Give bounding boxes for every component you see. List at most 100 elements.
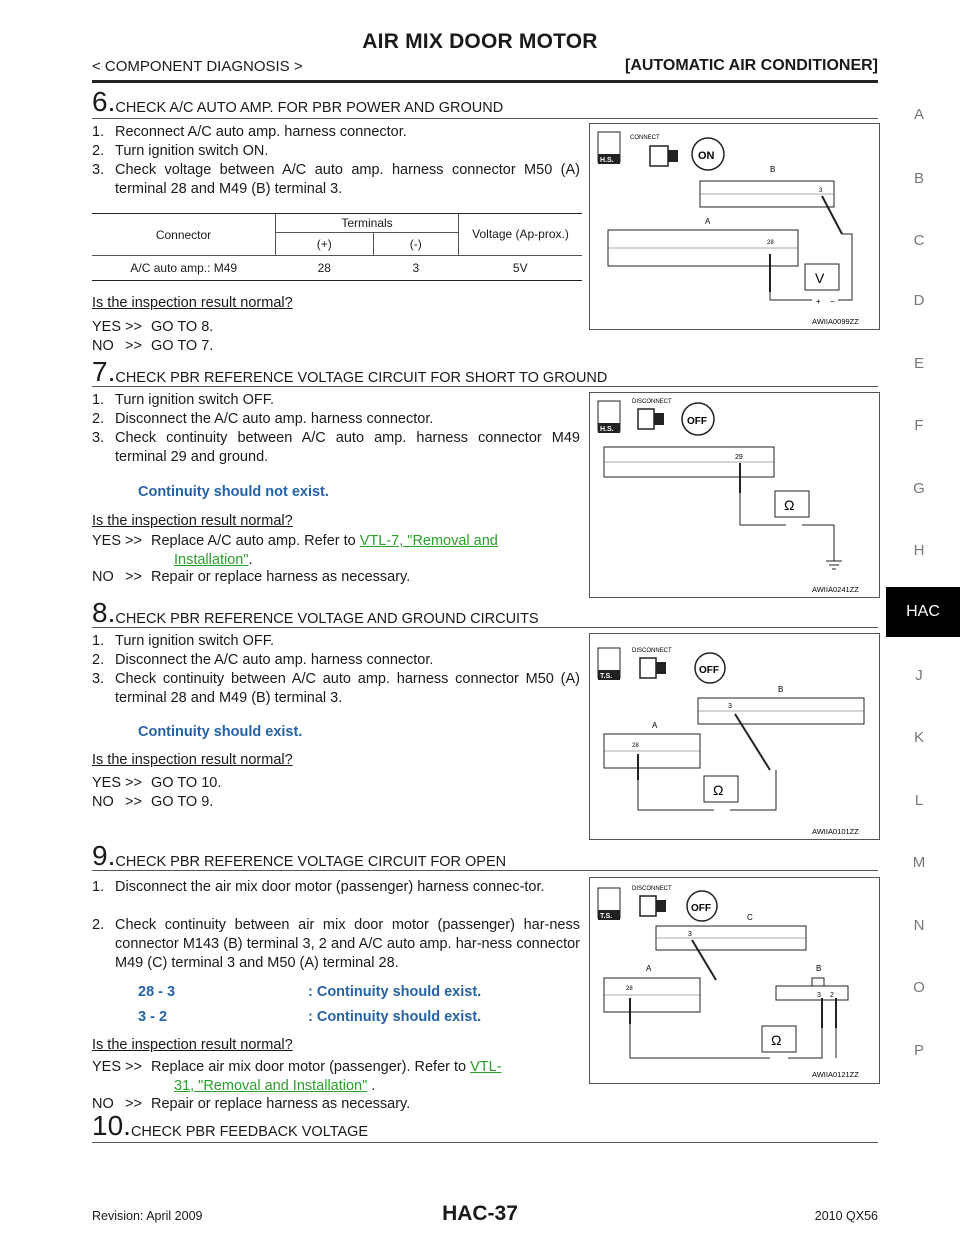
step-8-question: Is the inspection result normal? xyxy=(92,752,293,768)
no-text: Repair or replace harness as necessary. xyxy=(151,1096,411,1112)
side-tab-m[interactable]: M xyxy=(912,854,926,871)
item-number: 3. xyxy=(92,430,105,446)
step-9-spec-1: 28 - 3 : Continuity should exist. xyxy=(138,984,481,1000)
step-9-question: Is the inspection result normal? xyxy=(92,1037,293,1053)
no-label: NO xyxy=(92,569,114,585)
step-6-yes: YES >> GO TO 8. xyxy=(92,318,213,337)
step-6-no: NO >> GO TO 7. xyxy=(92,337,213,356)
voltmeter-label: V xyxy=(815,270,825,286)
ignition-off-icon: OFF xyxy=(686,890,718,922)
side-tab-b[interactable]: B xyxy=(913,170,924,187)
connector-b xyxy=(775,977,849,1001)
step-10-rule xyxy=(92,1142,878,1143)
ohmmeter-label: Ω xyxy=(713,782,723,798)
terminal-3-label: 3 xyxy=(819,188,823,194)
ohmmeter-icon: Ω xyxy=(703,775,739,803)
wire-minus xyxy=(769,292,812,301)
side-tab-h[interactable]: H xyxy=(913,542,925,559)
figure-short-to-ground: H.S. DISCONNECT OFF 29 Ω AWIIA0241ZZ xyxy=(589,392,880,598)
step-9-title: CHECK PBR REFERENCE VOLTAGE CIRCUIT FOR … xyxy=(115,854,507,870)
side-tab-l[interactable]: L xyxy=(914,792,924,809)
step-9-number: 9. xyxy=(92,840,116,871)
figure-connect-voltage-check: H.S. CONNECT ON B 3 A 28 V + − AWIIA0099… xyxy=(589,123,880,330)
yes-text: Replace air mix door motor (passenger). … xyxy=(151,1059,471,1075)
step-6-rule xyxy=(92,118,878,119)
no-label: NO xyxy=(92,338,114,354)
section-tag: [AUTOMATIC AIR CONDITIONER] xyxy=(624,57,878,74)
disconnect-label: DISCONNECT xyxy=(632,648,672,654)
connector-b-label: B xyxy=(816,964,821,973)
connector-plug-icon xyxy=(639,895,666,917)
item-text: Reconnect A/C auto amp. harness connecto… xyxy=(115,124,407,140)
item-number: 2. xyxy=(92,143,105,159)
side-tab-g[interactable]: G xyxy=(913,480,925,497)
step-6-question: Is the inspection result normal? xyxy=(92,295,293,311)
yes-label: YES xyxy=(92,319,122,335)
arrow: >> xyxy=(125,1059,142,1075)
step-8-number: 8. xyxy=(92,597,116,628)
item-number: 1. xyxy=(92,633,105,649)
terminal-3-label: 3 xyxy=(728,703,732,710)
side-tab-p[interactable]: P xyxy=(913,1042,924,1059)
connect-label: CONNECT xyxy=(630,135,660,141)
voltmeter-icon: V xyxy=(804,263,840,291)
side-tab-j[interactable]: J xyxy=(915,667,923,684)
step-6-item-1: 1. Reconnect A/C auto amp. harness conne… xyxy=(92,123,580,142)
cell-voltage: 5V xyxy=(512,261,528,275)
vtl-7-link[interactable]: VTL-7, "Removal and xyxy=(359,533,498,549)
side-tab-d[interactable]: D xyxy=(913,292,925,309)
side-tab-hac-active[interactable]: HAC xyxy=(886,587,960,637)
step-9-heading: 9. CHECK PBR REFERENCE VOLTAGE CIRCUIT F… xyxy=(92,840,507,871)
side-tab-c[interactable]: C xyxy=(913,232,925,249)
connector-a xyxy=(603,733,701,769)
cell-connector: A/C auto amp.: M49 xyxy=(130,261,238,275)
step-6-item-3: 3. Check voltage between A/C auto amp. h… xyxy=(92,161,580,199)
connector-plug-icon xyxy=(637,408,664,430)
col-plus: (+) xyxy=(275,232,374,256)
off-label: OFF xyxy=(687,416,707,427)
connector-c xyxy=(655,925,807,951)
vtl-31-link-cont[interactable]: 31, "Removal and Installation" xyxy=(174,1078,368,1094)
step-7-heading: 7. CHECK PBR REFERENCE VOLTAGE CIRCUIT F… xyxy=(92,356,607,387)
step-7-number: 7. xyxy=(92,356,116,387)
disconnect-label: DISCONNECT xyxy=(632,886,672,892)
ohmmeter-icon: Ω xyxy=(761,1025,797,1053)
step-8-item-2: 2. Disconnect the A/C auto amp. harness … xyxy=(92,651,580,670)
meter-minus-label: − xyxy=(830,297,835,306)
connector-b xyxy=(699,180,835,208)
item-text: Check continuity between A/C auto amp. h… xyxy=(115,430,580,465)
no-text: GO TO 7. xyxy=(151,338,214,354)
side-tab-k[interactable]: K xyxy=(913,729,924,746)
terminal-b3-label: 3 xyxy=(817,992,821,999)
vtl-7-link-cont[interactable]: Installation" xyxy=(174,552,249,568)
item-text: Check continuity between air mix door mo… xyxy=(115,917,580,971)
item-text: Disconnect the A/C auto amp. harness con… xyxy=(115,652,434,668)
header-rule xyxy=(92,80,878,83)
terminal-28-label: 28 xyxy=(767,240,774,246)
side-tab-e[interactable]: E xyxy=(913,355,924,372)
vtl-31-link[interactable]: VTL- xyxy=(470,1059,502,1075)
meter-plus-label: + xyxy=(816,297,821,306)
side-tab-a[interactable]: A xyxy=(913,106,924,123)
wire-2 xyxy=(788,1028,823,1059)
step-7-item-2: 2. Disconnect the A/C auto amp. harness … xyxy=(92,410,580,429)
side-tab-f[interactable]: F xyxy=(914,417,924,434)
cell-minus: 3 xyxy=(412,261,420,275)
item-number: 2. xyxy=(92,411,105,427)
hs-icon: H.S. xyxy=(597,131,621,164)
wire-plus xyxy=(838,233,853,301)
ts-icon: T.S. xyxy=(597,887,621,920)
yes-text: Replace A/C auto amp. Refer to xyxy=(151,533,360,549)
hs-label: H.S. xyxy=(600,157,614,164)
spec-key: 3 - 2 xyxy=(138,1009,168,1025)
item-text: Disconnect the air mix door motor (passe… xyxy=(115,879,545,895)
figure-id: AWIIA0099ZZ xyxy=(812,317,859,326)
figure-open-circuit-check: T.S. DISCONNECT OFF C 3 A 28 B 3 2 Ω AWI… xyxy=(589,877,880,1084)
yes-text: GO TO 10. xyxy=(151,775,222,791)
side-tab-n[interactable]: N xyxy=(913,917,925,934)
terminal-29-label: 29 xyxy=(735,454,743,461)
figure-id: AWIIA0121ZZ xyxy=(812,1070,859,1079)
step-8-spec: Continuity should exist. xyxy=(138,724,303,740)
step-10-heading: 10. CHECK PBR FEEDBACK VOLTAGE xyxy=(92,1112,368,1141)
side-tab-o[interactable]: O xyxy=(913,979,925,996)
